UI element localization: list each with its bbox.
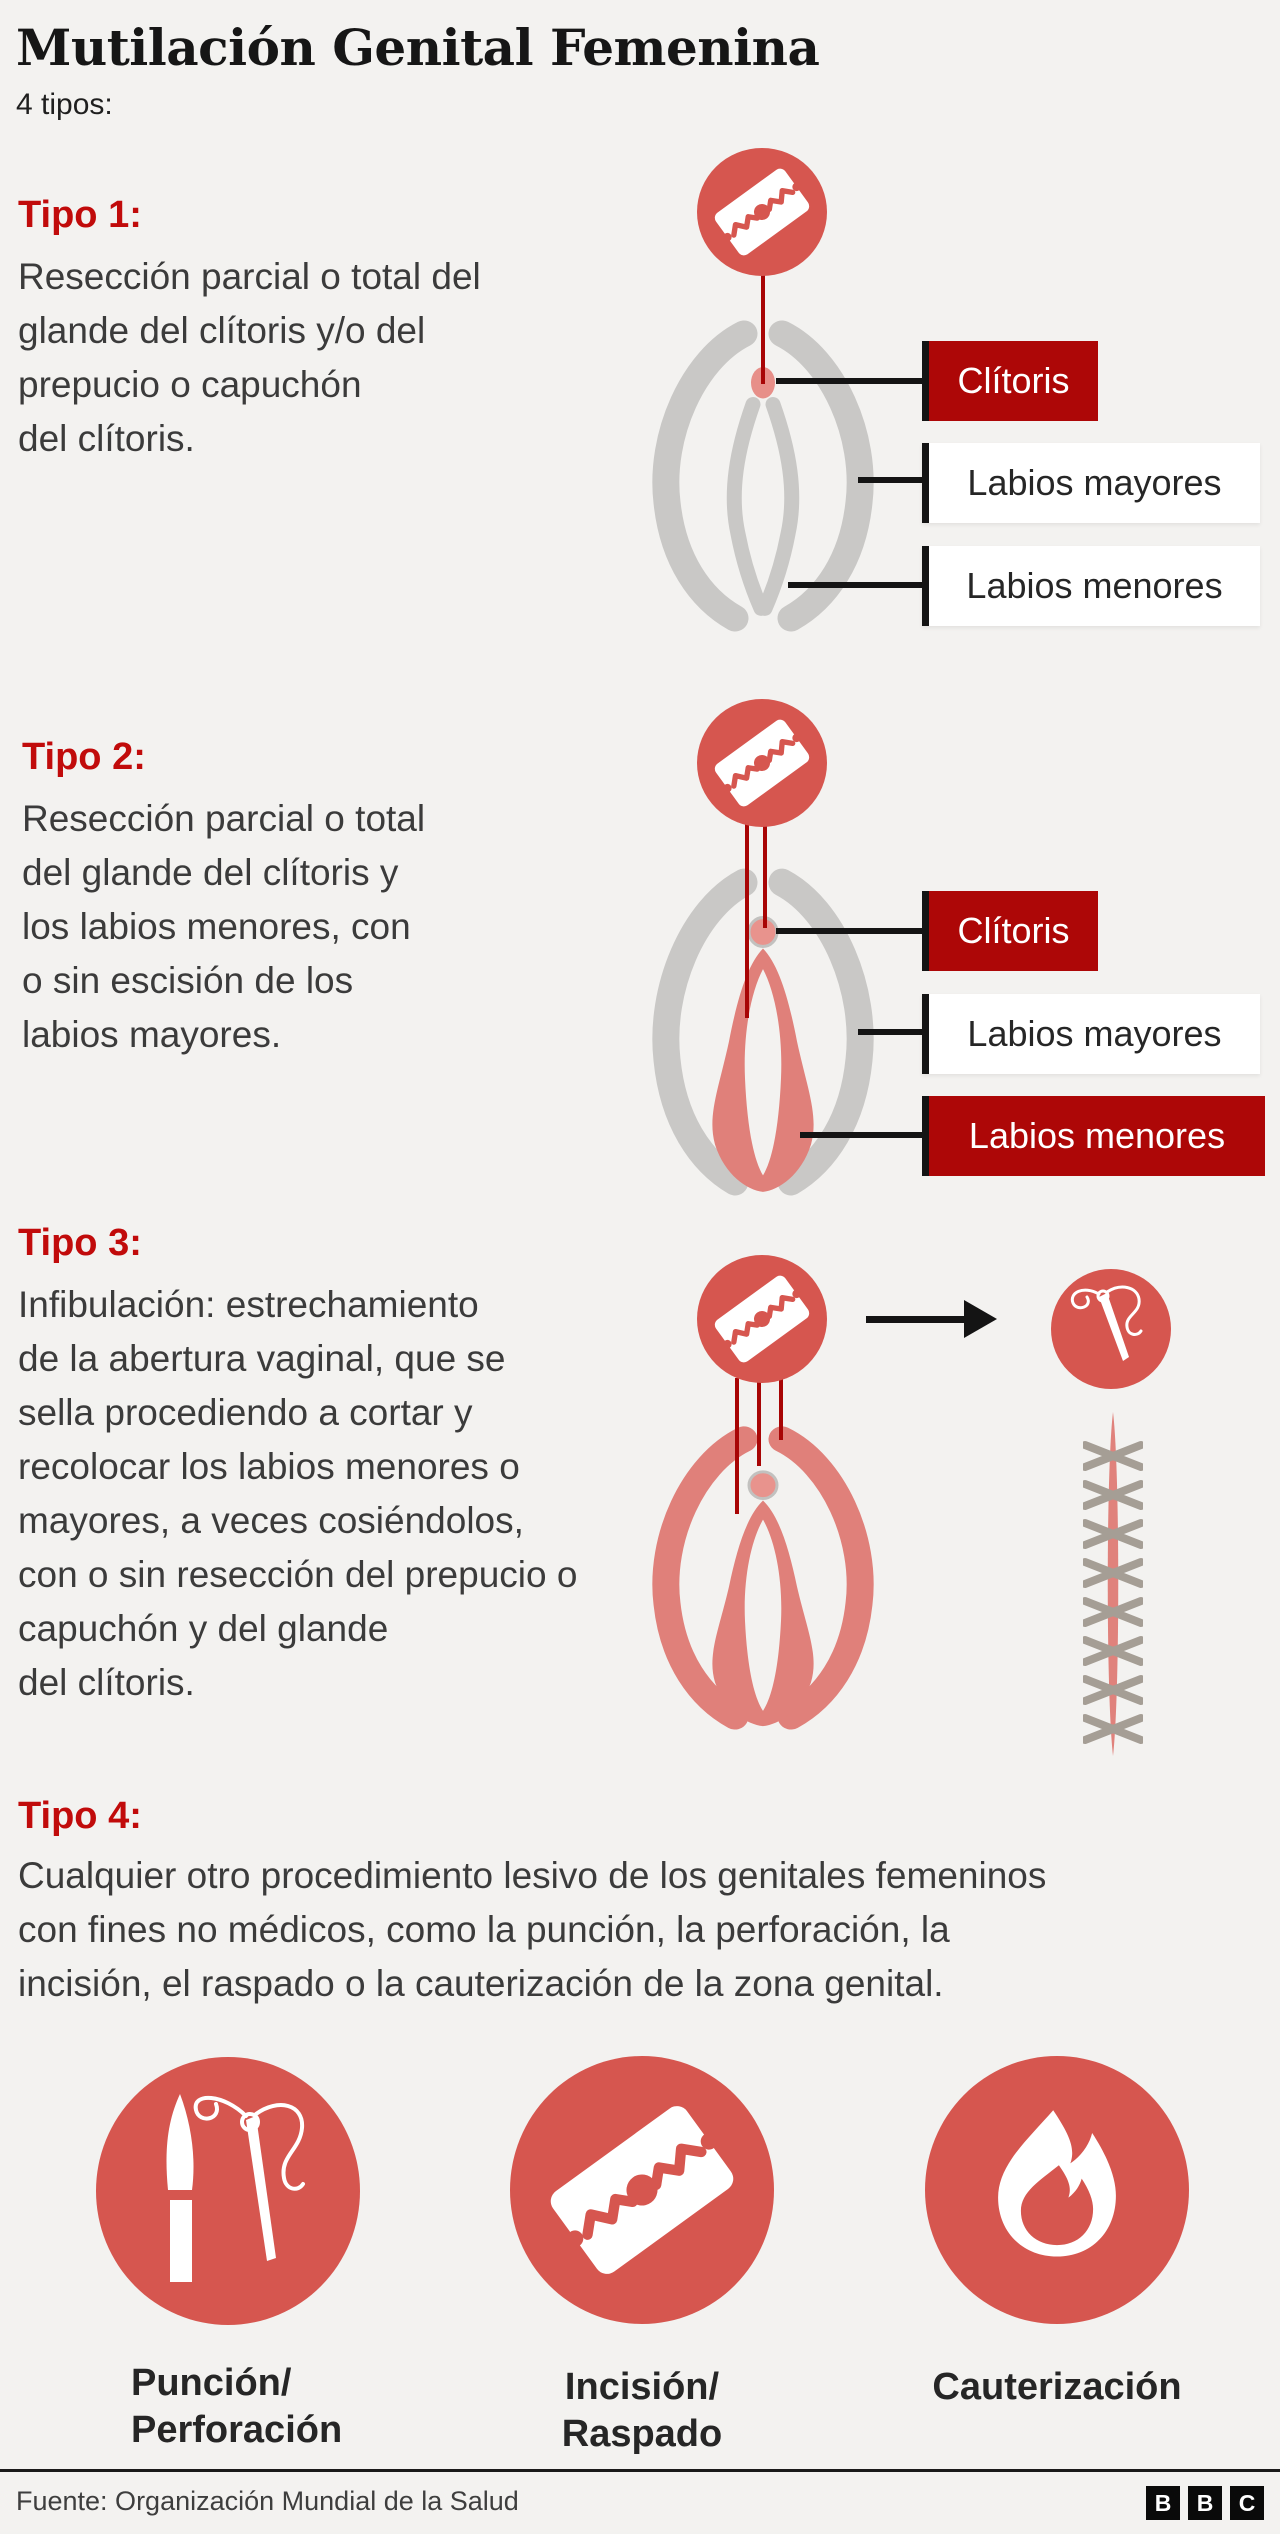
razor-circle-type2 xyxy=(697,699,827,827)
type3-description: Infibulación: estrechamiento de la abert… xyxy=(18,1284,578,1703)
source-attribution: Fuente: Organización Mundial de la Salud xyxy=(16,2486,519,2516)
scalpel-needle-icon xyxy=(166,2094,305,2282)
razor-blade-icon xyxy=(714,168,810,256)
needle-thread-icon xyxy=(1070,1285,1143,1361)
cut-line-type2-right xyxy=(763,822,767,928)
type1-menores-line xyxy=(788,582,922,588)
type1-heading: Tipo 1: xyxy=(18,194,142,236)
page-title: Mutilación Genital Femenina xyxy=(16,18,820,77)
labia-majora-right xyxy=(768,320,874,632)
type1-mayores-line xyxy=(858,477,922,483)
type4-heading: Tipo 4: xyxy=(18,1795,142,1837)
razor-circle-type1 xyxy=(697,148,827,276)
type2-heading: Tipo 2: xyxy=(22,736,146,778)
vulva-diagram-type1 xyxy=(652,320,874,632)
razor-blade-icon xyxy=(714,1275,810,1363)
razor-blade-icon xyxy=(714,719,810,807)
caption-puncture: Punción/ Perforación xyxy=(131,2362,343,2451)
arrow-right-head xyxy=(964,1300,997,1338)
type4-description: Cualquier otro procedimiento lesivo de l… xyxy=(18,1855,1047,2004)
labia-minora-left xyxy=(726,396,769,616)
type3-heading: Tipo 3: xyxy=(18,1222,142,1264)
labia-minora-removed-highlight xyxy=(712,948,814,1192)
bbc-logo-square-1: B xyxy=(1146,2486,1180,2520)
type2-menores-line xyxy=(800,1132,922,1138)
type2-description: Resección parcial o total del glande del… xyxy=(22,798,426,1055)
label-text: Labios mayores xyxy=(967,1013,1222,1054)
cut-line-type1 xyxy=(761,272,765,384)
label-text: Labios mayores xyxy=(967,462,1222,503)
arrow-right-icon xyxy=(866,1316,966,1323)
labia-majora-left-highlight xyxy=(652,1426,758,1730)
cut-line-type3-mid xyxy=(757,1378,761,1466)
label-text: Clítoris xyxy=(957,360,1070,401)
caption-incision: Incisión/ Raspado xyxy=(561,2366,723,2455)
type1-label-clitoris: Clítoris xyxy=(922,341,1098,421)
labia-majora-left xyxy=(652,868,758,1196)
cut-line-type3-right xyxy=(779,1378,783,1440)
vulva-diagram-type2 xyxy=(652,868,874,1196)
type2-label-labios-menores: Labios menores xyxy=(922,1096,1265,1176)
labia-minora-right xyxy=(757,396,800,616)
labia-minora-removed-highlight xyxy=(712,1500,814,1727)
clitoris-highlight xyxy=(747,1470,779,1501)
type2-label-clitoris: Clítoris xyxy=(922,891,1098,971)
type1-label-labios-mayores: Labios mayores xyxy=(922,443,1260,523)
sealed-opening xyxy=(1107,1412,1119,1756)
type1-description: Resección parcial o total del glande del… xyxy=(18,256,481,459)
cauterization-circle xyxy=(925,2056,1189,2324)
footer-divider xyxy=(0,2469,1280,2472)
type1-clitoris-line xyxy=(776,378,922,384)
vulva-diagram-type3 xyxy=(652,1426,874,1730)
label-text: Labios menores xyxy=(966,565,1223,606)
cut-line-type2-left xyxy=(745,822,749,1018)
cut-line-type3-left xyxy=(735,1378,739,1514)
bbc-logo: B B C xyxy=(1146,2486,1264,2520)
bbc-logo-square-3: C xyxy=(1230,2486,1264,2520)
flame-icon xyxy=(998,2110,1116,2257)
type2-label-labios-mayores: Labios mayores xyxy=(922,994,1260,1074)
puncture-circle xyxy=(96,2057,360,2325)
stitched-closure-diagram xyxy=(1083,1412,1143,1756)
incision-circle xyxy=(510,2056,774,2324)
bbc-logo-square-2: B xyxy=(1188,2486,1222,2520)
labia-majora-right xyxy=(768,868,874,1196)
needle-circle-type3 xyxy=(1051,1269,1171,1389)
type1-label-labios-menores: Labios menores xyxy=(922,546,1260,626)
type2-mayores-line xyxy=(858,1029,922,1035)
type2-clitoris-line xyxy=(776,928,922,934)
stitches xyxy=(1083,1441,1143,1744)
label-text: Labios menores xyxy=(968,1115,1226,1156)
page-subtitle: 4 tipos: xyxy=(16,88,113,121)
razor-blade-icon xyxy=(550,2106,734,2274)
razor-circle-type3 xyxy=(697,1255,827,1383)
labia-majora-right-highlight xyxy=(768,1426,874,1730)
labia-majora-left xyxy=(652,320,758,632)
label-text: Clítoris xyxy=(957,910,1070,951)
caption-cauterization: Cauterización xyxy=(932,2366,1182,2408)
